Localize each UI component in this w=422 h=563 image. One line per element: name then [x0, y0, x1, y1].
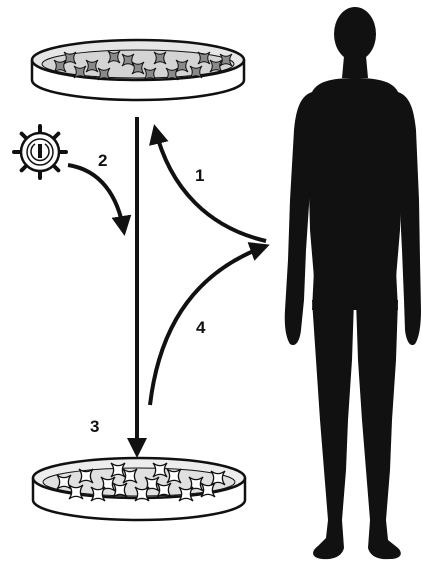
cell-glyph — [98, 68, 110, 80]
cell-glyph — [91, 487, 105, 501]
cell-glyph — [157, 483, 171, 497]
cell-glyph — [79, 469, 93, 483]
cell-glyph — [201, 483, 215, 497]
cell-glyph — [176, 60, 188, 72]
cell-glyph — [57, 475, 71, 489]
arrow-1-harvest-cells — [155, 128, 266, 241]
cell-glyph — [153, 463, 167, 477]
cell-glyph — [144, 68, 156, 80]
cell-glyph — [166, 68, 178, 80]
cell-glyph — [190, 66, 202, 78]
cell-glyph — [132, 62, 144, 74]
petri-dish-cells-icon — [32, 40, 244, 100]
cell-glyph — [179, 487, 193, 501]
cell-glyph — [122, 54, 134, 66]
cell-glyph — [211, 471, 225, 485]
cell-glyph — [111, 463, 125, 477]
step-label-3: 3 — [90, 417, 99, 436]
cell-glyph — [123, 469, 137, 483]
cell-glyph — [86, 60, 98, 72]
step-label-2: 2 — [98, 151, 107, 170]
arrow-2-vector-transfer — [68, 165, 124, 232]
cell-glyph — [64, 52, 76, 64]
virus-vector-icon — [14, 126, 66, 178]
petri-dish-modified-cells-icon — [33, 458, 245, 520]
cell-glyph — [220, 54, 232, 66]
cell-glyph — [154, 52, 166, 64]
cell-glyph — [167, 469, 181, 483]
cell-glyph — [113, 483, 127, 497]
step-label-1: 1 — [195, 166, 204, 185]
cell-glyph — [198, 52, 210, 64]
human-silhouette-icon — [285, 7, 421, 559]
cell-glyph — [74, 66, 86, 78]
arrow-4-reinfuse — [150, 246, 266, 405]
cell-glyph — [135, 487, 149, 501]
cell-glyph — [54, 60, 66, 72]
cell-glyph — [69, 485, 83, 499]
step-label-4: 4 — [196, 318, 206, 337]
cell-glyph — [108, 51, 120, 63]
